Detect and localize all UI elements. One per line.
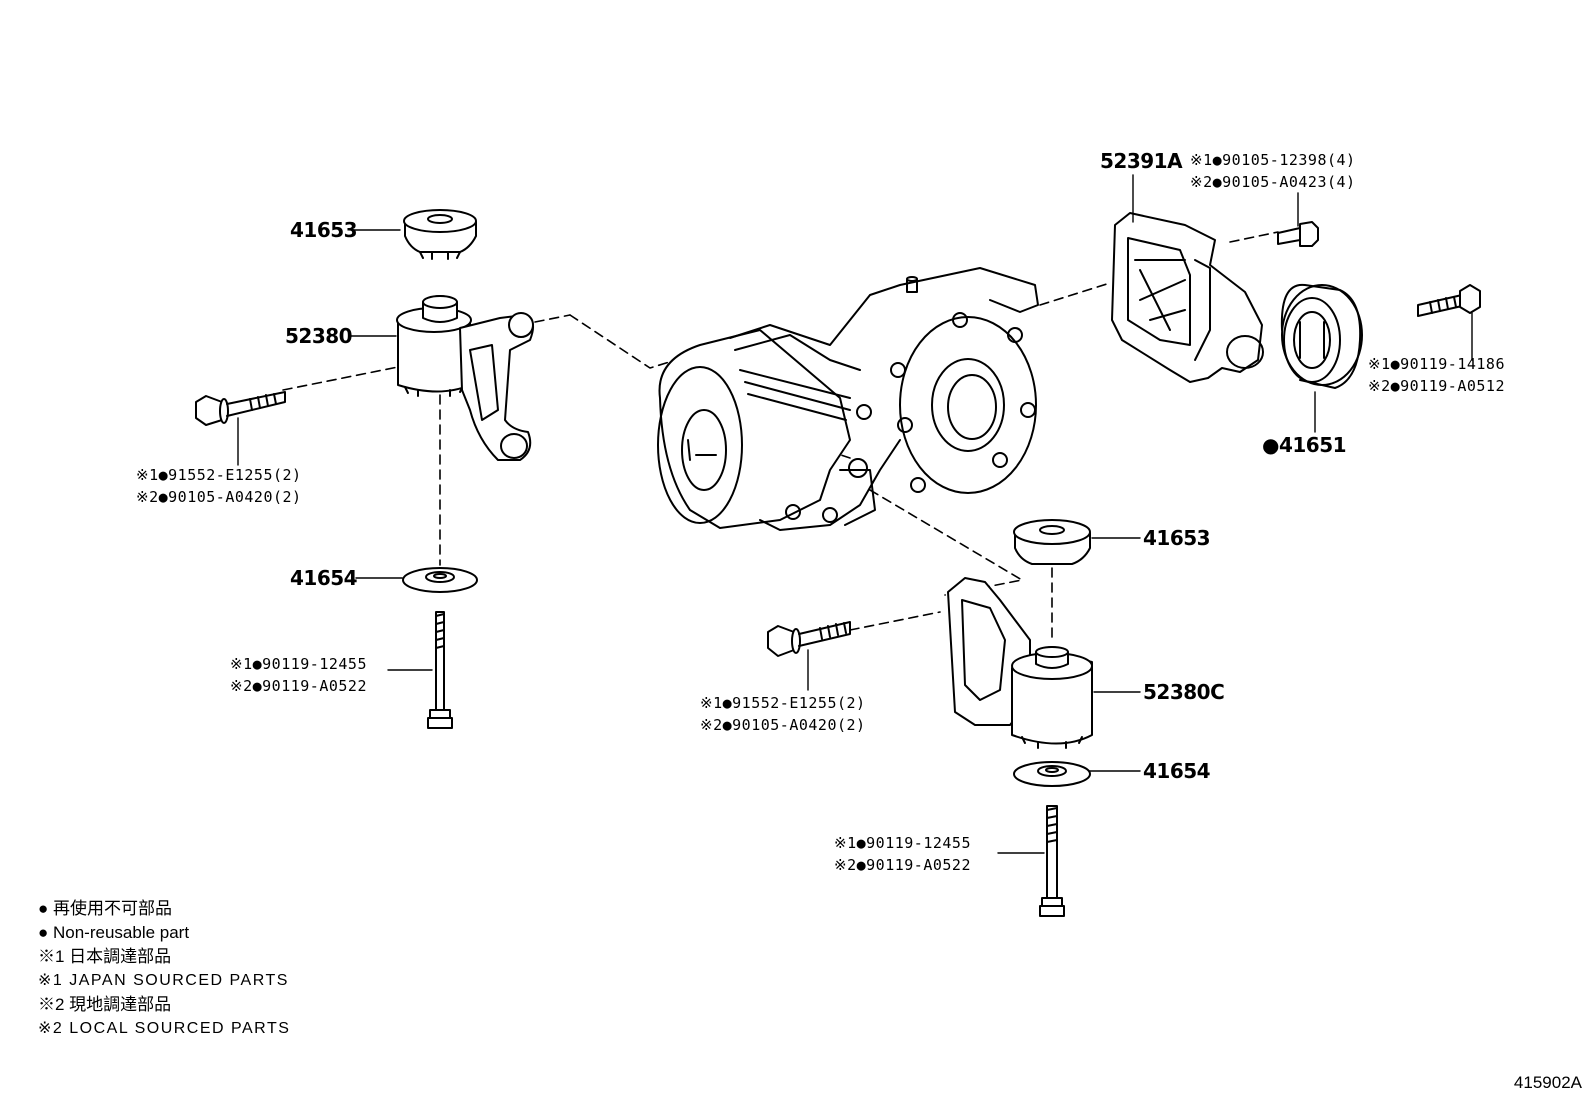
- label-stud-right-2[interactable]: ※2●90119-A0522: [834, 856, 971, 874]
- illustration-code: 415902A: [1513, 1073, 1582, 1092]
- label-bracket-bolt-1[interactable]: ※1●90105-12398(4): [1190, 151, 1356, 169]
- label-bolt-left-2[interactable]: ※2●90105-A0420(2): [136, 488, 302, 506]
- legend-line-5: ※2 現地調達部品: [38, 995, 172, 1014]
- label-bracket-bolt-2[interactable]: ※2●90105-A0423(4): [1190, 173, 1356, 191]
- cushion-41653-left: [403, 209, 477, 260]
- bolt-right-top: [1417, 284, 1481, 317]
- label-52391A[interactable]: 52391A: [1100, 149, 1183, 173]
- label-mid-bolt-2[interactable]: ※2●90105-A0420(2): [700, 716, 866, 734]
- label-stud-right-1[interactable]: ※1●90119-12455: [834, 834, 971, 852]
- bolt-left-horizontal: [195, 391, 286, 426]
- label-41653-right[interactable]: 41653: [1143, 526, 1211, 550]
- bolt-middle: [767, 621, 851, 657]
- washer-41654-right: [1013, 761, 1091, 787]
- legend-line-4: ※1 JAPAN SOURCED PARTS: [38, 972, 289, 989]
- label-52380[interactable]: 52380: [285, 324, 353, 348]
- label-bolt-left-1[interactable]: ※1●91552-E1255(2): [136, 466, 302, 484]
- legend-line-6: ※2 LOCAL SOURCED PARTS: [38, 1020, 291, 1037]
- label-41654-left[interactable]: 41654: [290, 566, 358, 590]
- legend-line-2: ● Non-reusable part: [38, 923, 190, 942]
- legend-line-1: ● 再使用不可部品: [38, 899, 172, 918]
- label-41653-left[interactable]: 41653: [290, 218, 358, 242]
- label-52380C[interactable]: 52380C: [1143, 680, 1225, 704]
- mount-52380: [396, 295, 535, 461]
- differential-housing: [657, 267, 1039, 531]
- bushing-41651: [1280, 283, 1363, 389]
- label-41651[interactable]: ●41651: [1262, 433, 1347, 457]
- label-right-bolt-1[interactable]: ※1●90119-14186: [1368, 355, 1505, 373]
- bracket-52391A: [1111, 212, 1264, 383]
- label-mid-bolt-1[interactable]: ※1●91552-E1255(2): [700, 694, 866, 712]
- legend-line-3: ※1 日本調達部品: [38, 947, 172, 966]
- washer-41654-left: [402, 567, 478, 593]
- stud-bolt-left: [427, 611, 453, 729]
- cushion-41653-right: [1013, 519, 1091, 565]
- mount-52380C: [947, 577, 1093, 749]
- label-stud-left-2[interactable]: ※2●90119-A0522: [230, 677, 367, 695]
- label-41654-right[interactable]: 41654: [1143, 759, 1211, 783]
- label-right-bolt-2[interactable]: ※2●90119-A0512: [1368, 377, 1505, 395]
- bracket-bolt: [1277, 221, 1319, 247]
- label-stud-left-1[interactable]: ※1●90119-12455: [230, 655, 367, 673]
- legend: ● 再使用不可部品 ● Non-reusable part ※1 日本調達部品 …: [38, 897, 290, 1041]
- stud-bolt-right: [1039, 805, 1065, 917]
